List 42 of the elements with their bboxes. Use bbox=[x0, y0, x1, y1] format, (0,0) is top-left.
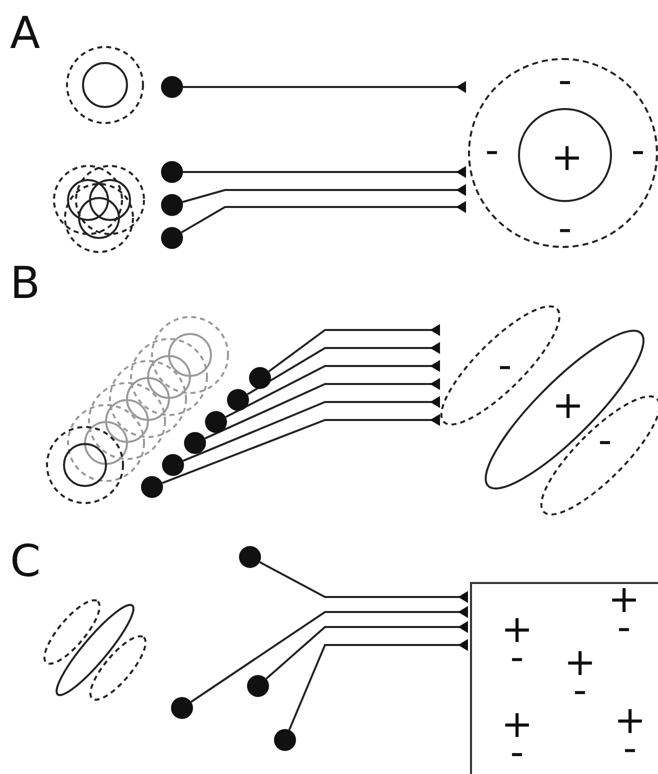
neuron-dot bbox=[161, 194, 183, 216]
neuron-dot bbox=[161, 161, 183, 183]
axon-line bbox=[182, 184, 466, 203]
polarity-sign: - bbox=[598, 420, 612, 459]
polarity-sign: + bbox=[552, 386, 584, 424]
neuron-dot bbox=[249, 367, 271, 389]
neuron-dot bbox=[161, 76, 183, 98]
neuron-dot bbox=[171, 697, 193, 719]
polarity-sign: - bbox=[631, 131, 645, 169]
axon-line bbox=[181, 201, 466, 234]
axon-line bbox=[183, 81, 466, 93]
polarity-sign: - bbox=[485, 131, 499, 169]
neuron-dot bbox=[162, 454, 184, 476]
axon-line bbox=[246, 342, 440, 396]
neuron-dot bbox=[141, 476, 163, 498]
surround-circle bbox=[468, 58, 658, 248]
panel-letter: A bbox=[10, 12, 40, 56]
axon-line bbox=[204, 378, 440, 440]
neuron-dot bbox=[247, 675, 269, 697]
polarity-sign: - bbox=[558, 61, 572, 99]
axon-line bbox=[268, 324, 440, 372]
axon-line bbox=[183, 166, 466, 178]
axon-line bbox=[182, 396, 440, 462]
axon-line bbox=[190, 606, 468, 703]
axon-line bbox=[259, 561, 468, 603]
polarity-sign: - bbox=[498, 346, 512, 384]
neuron-dot bbox=[239, 546, 261, 568]
polarity-sign: + bbox=[551, 138, 583, 176]
receptive-field-box bbox=[470, 582, 658, 774]
polarity-sign: - bbox=[558, 209, 572, 247]
neuron-dot bbox=[161, 227, 183, 249]
neuron-dot bbox=[205, 411, 227, 433]
panel-letter: B bbox=[10, 262, 40, 306]
axon-line bbox=[225, 360, 440, 418]
axon-line bbox=[266, 621, 468, 680]
center-circle bbox=[518, 108, 612, 202]
axon-line bbox=[288, 639, 468, 730]
neuron-dot bbox=[227, 389, 249, 411]
neuron-dot bbox=[184, 432, 206, 454]
panel-letter: C bbox=[10, 540, 41, 584]
neuron-dot bbox=[274, 729, 296, 751]
axon-line bbox=[162, 414, 440, 484]
